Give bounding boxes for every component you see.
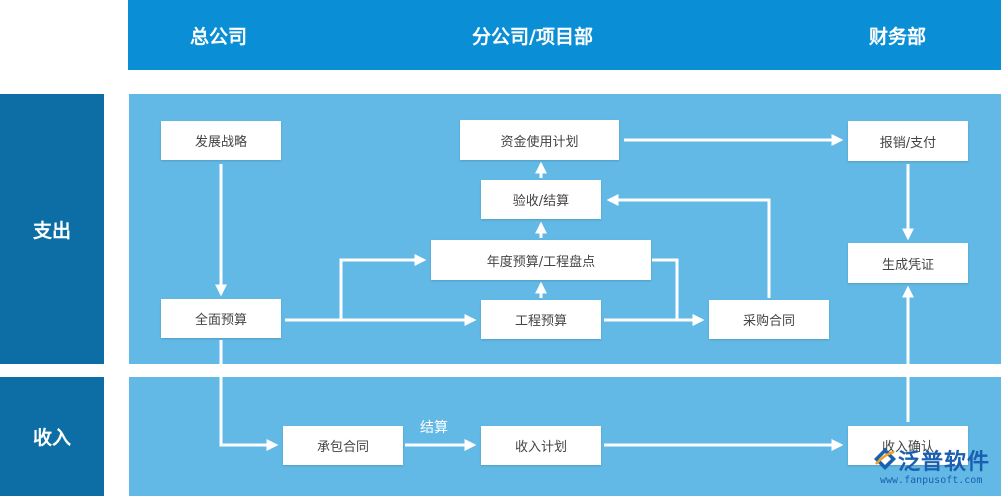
arrow-procurement-to-acceptance [606,194,771,298]
brand-url: www.fanpusoft.com [880,475,983,486]
node-annual-budget: 年度预算/工程盘点 [431,240,651,280]
node-procurement: 采购合同 [709,300,829,339]
node-reimburse: 报销/支付 [848,121,968,161]
brand-name: 泛普软件 [898,450,991,475]
row-label-income-text: 收入 [32,427,71,449]
node-strategy: 发展战略 [161,121,281,160]
column-finance: 财务部 [869,26,927,48]
node-income-plan: 收入计划 [481,426,601,465]
fanpu-logo-icon [874,448,896,470]
edge-label-settlement: 结算 [420,420,448,436]
node-acceptance: 验收/结算 [481,180,601,219]
brand-watermark: 泛普软件 www.fanpusoft.com [872,442,1000,494]
node-income-confirm: 收入确认 [848,426,968,465]
node-fund-plan: 资金使用计划 [460,120,619,160]
node-contract: 承包合同 [283,426,403,465]
header-bar [128,0,1001,70]
arrow-budget-to-annual [339,254,427,320]
row-label-expense: 支出 [0,94,104,364]
node-voucher: 生成凭证 [848,243,968,283]
arrow-budget-to-contract [219,340,279,451]
column-head-office: 总公司 [190,26,248,48]
node-full-budget: 全面预算 [161,299,281,338]
row-label-expense-text: 支出 [32,219,71,242]
column-branch: 分公司/项目部 [472,26,593,48]
row-label-income: 收入 [0,377,104,496]
arrow-annual-to-procurement [652,258,705,326]
node-project-budget: 工程预算 [481,300,601,339]
